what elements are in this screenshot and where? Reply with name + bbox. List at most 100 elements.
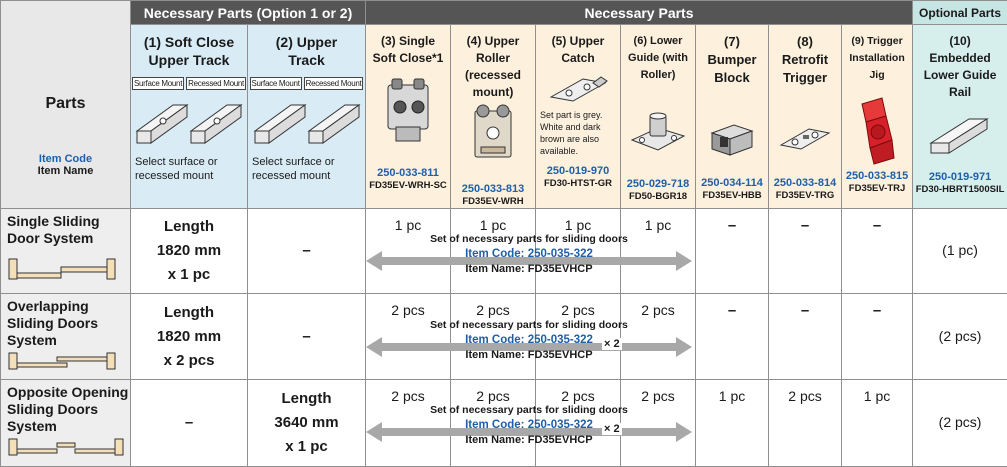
- part-note-1: Select surface or recessed mount: [135, 156, 218, 182]
- item-code-5: 250-019-970: [546, 165, 610, 177]
- cell-r1-c10: (1 pc): [912, 208, 1007, 294]
- set-overlay-opposite: Set of necessary parts for sliding doors…: [366, 403, 692, 461]
- lower-guide-image: [630, 112, 686, 151]
- cell-r2-c4: 2 pcs: [450, 293, 536, 380]
- row-label-opposite: Opposite Opening Sliding Doors System: [0, 379, 131, 467]
- set-item-name: Item Name: FD35EVHCP: [465, 263, 593, 275]
- cell-r2-c7: –: [695, 293, 769, 380]
- cell-r1-c9: –: [840, 208, 914, 294]
- double-arrow-icon: [366, 337, 692, 357]
- part-header-1: (1) Soft Close Upper Track Surface Mount…: [130, 24, 248, 209]
- set-title: Set of necessary parts for sliding doors: [430, 233, 628, 245]
- length-count: x 1 pc: [285, 438, 328, 455]
- item-name-4: FD35EV-WRH: [462, 196, 524, 207]
- group-header-optional: Optional Parts: [912, 0, 1007, 25]
- item-code-4: 250-033-813: [461, 183, 525, 195]
- cell-r3-c2: Length 3640 mm x 1 pc: [247, 379, 366, 467]
- set-title: Set of necessary parts for sliding doors: [430, 404, 628, 416]
- length-count: x 2 pcs: [163, 351, 215, 369]
- cell-r1-c1: Length 1820 mm x 1 pc: [130, 208, 248, 294]
- length-text: Length: [281, 390, 332, 407]
- item-code-7: 250-034-114: [701, 177, 763, 189]
- bumper-block-image: [710, 124, 754, 156]
- row-label-text: Opposite Opening Sliding Doors System: [7, 384, 129, 434]
- cell-r1-c5: 1 pc: [535, 208, 621, 294]
- part-name-6: (6) Lower Guide (with Roller): [628, 35, 688, 81]
- part-header-8: (8) Retrofit Trigger 250-033-814 FD35EV-…: [768, 24, 842, 209]
- item-name-6: FD50-BGR18: [628, 191, 688, 202]
- item-name-10: FD30-HBRT1500SIL: [915, 184, 1005, 195]
- cell-r1-c6: 1 pc: [620, 208, 696, 294]
- item-name-label: Item Name: [37, 164, 94, 177]
- cell-r3-c9: 1 pc: [840, 379, 914, 467]
- part-header-4: (4) Upper Roller (recessed mount) 250-03…: [450, 24, 536, 209]
- cell-r2-c10: (2 pcs): [912, 293, 1007, 380]
- mount-label-surface: Surface Mount: [249, 77, 302, 90]
- item-code-8: 250-033-814: [773, 177, 837, 189]
- mount-label-surface: Surface Mount: [132, 77, 185, 90]
- set-item-code: Item Code: 250-035-322: [465, 419, 593, 431]
- opposite-doors-diagram: [8, 438, 124, 456]
- part-header-5: (5) Upper Catch Set part is grey. White …: [535, 24, 621, 209]
- cell-r3-c4: 2 pcs: [450, 379, 536, 467]
- length-value: 1820 mm: [156, 327, 222, 345]
- length-value: 1820 mm: [156, 242, 222, 259]
- row-label-overlapping: Overlapping Sliding Doors System: [0, 293, 131, 380]
- row-label-single: Single Sliding Door System: [0, 208, 131, 294]
- part-name-2: (2) Upper Track: [275, 34, 338, 68]
- set-overlay-overlapping: Set of necessary parts for sliding doors…: [366, 318, 692, 376]
- group-header-necessary: Necessary Parts: [364, 0, 914, 25]
- length-text: Length: [164, 218, 214, 235]
- soft-close-track-image: [135, 104, 243, 144]
- lower-guide-rail-image: [929, 118, 989, 154]
- part-header-10: (10) Embedded Lower Guide Rail 250-019-9…: [912, 24, 1007, 209]
- item-code-9: 250-033-815: [845, 170, 909, 182]
- upper-roller-image: [474, 104, 512, 158]
- item-code-3: 250-033-811: [377, 167, 439, 179]
- item-name-7: FD35EV-HBB: [702, 190, 762, 201]
- part-header-7: (7) Bumper Block 250-034-114 FD35EV-HBB: [695, 24, 769, 209]
- cell-r3-c7: 1 pc: [695, 379, 769, 467]
- set-multiplier: × 2: [602, 338, 622, 350]
- group-header-option: Necessary Parts (Option 1 or 2): [130, 0, 366, 25]
- cell-r2-c8: –: [768, 293, 842, 380]
- length-value: 3640 mm: [274, 414, 339, 431]
- cell-r2-c1: Length 1820 mm x 2 pcs: [130, 293, 248, 380]
- part-name-9: (9) Trigger Installation Jig: [849, 35, 905, 81]
- cell-r3-c1: –: [130, 379, 248, 467]
- item-name-8: FD35EV-TRG: [775, 190, 835, 201]
- set-title: Set of necessary parts for sliding doors: [430, 319, 628, 331]
- part-header-3: (3) Single Soft Close*1 250-033-811 FD35…: [365, 24, 451, 209]
- item-name-3: FD35EV-WRH-SC: [369, 180, 447, 191]
- set-overlay-single: Set of necessary parts for sliding doors…: [366, 232, 692, 290]
- part-name-10: (10) Embedded Lower Guide Rail: [923, 34, 997, 99]
- part-name-8: (8) Retrofit Trigger: [781, 34, 829, 85]
- item-code-10: 250-019-971: [928, 171, 992, 183]
- cell-r1-c4: 1 pc: [450, 208, 536, 294]
- set-item-name: Item Name: FD35EVHCP: [465, 434, 593, 446]
- cell-r3-c8: 2 pcs: [768, 379, 842, 467]
- row-label-text: Single Sliding Door System: [7, 213, 100, 246]
- double-arrow-icon: [366, 422, 692, 442]
- item-name-5: FD30-HTST-GR: [543, 178, 613, 189]
- cell-r2-c5: 2 pcs: [535, 293, 621, 380]
- cell-r2-c9: –: [840, 293, 914, 380]
- single-soft-close-image: [387, 78, 429, 142]
- cell-r1-c7: –: [695, 208, 769, 294]
- part-name-5: (5) Upper Catch: [551, 34, 605, 65]
- set-item-name: Item Name: FD35EVHCP: [465, 349, 593, 361]
- parts-label: Parts: [45, 94, 86, 112]
- cell-r1-c3: 1 pc: [365, 208, 451, 294]
- cell-r2-c3: 2 pcs: [365, 293, 451, 380]
- overlapping-doors-diagram: [8, 352, 116, 370]
- cell-r2-c6: 2 pcs: [620, 293, 696, 380]
- part-name-4: (4) Upper Roller (recessed mount): [464, 34, 522, 99]
- trigger-jig-image: [861, 97, 895, 165]
- single-door-diagram: [8, 258, 116, 280]
- length-text: Length: [164, 303, 214, 321]
- part-name-3: (3) Single Soft Close*1: [372, 34, 444, 65]
- set-item-code: Item Code: 250-035-322: [465, 248, 593, 260]
- row-label-text: Overlapping Sliding Doors System: [7, 298, 98, 348]
